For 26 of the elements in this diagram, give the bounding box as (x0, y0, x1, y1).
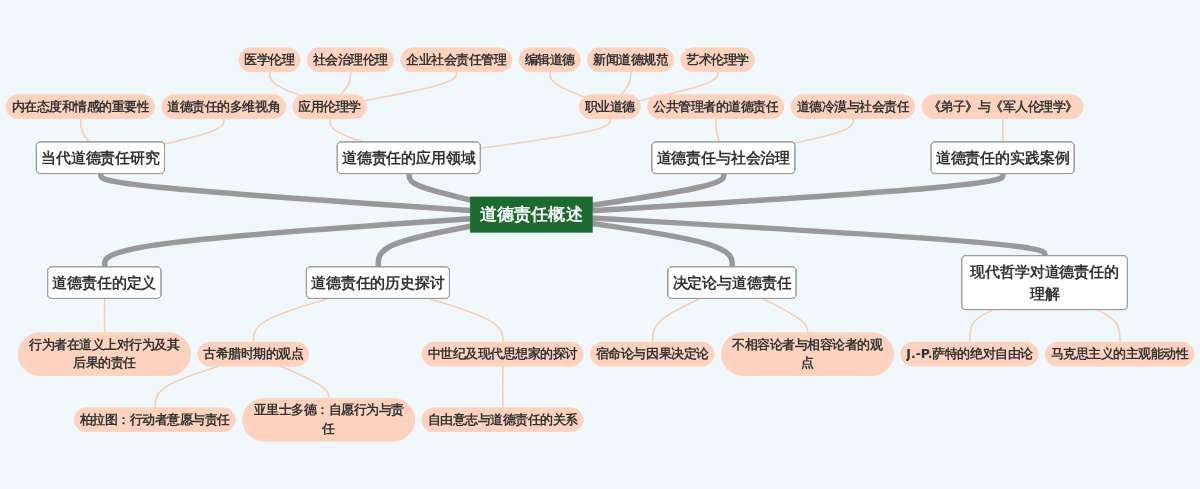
connector (762, 298, 809, 335)
connector (428, 298, 504, 344)
connector (98, 173, 471, 214)
connector (479, 118, 611, 150)
node-box: 道德责任概述 (469, 196, 593, 233)
connector (154, 365, 220, 410)
connector (793, 118, 855, 144)
connector (619, 71, 632, 97)
connector (101, 216, 471, 268)
connector (339, 71, 352, 97)
connector (269, 71, 303, 97)
connector (1096, 309, 1121, 344)
connector (103, 298, 106, 335)
connector (252, 298, 329, 344)
connector (375, 223, 471, 268)
connector (592, 173, 1006, 214)
connector (591, 220, 736, 268)
connector (549, 71, 586, 99)
connector (163, 118, 225, 145)
connector (968, 309, 994, 344)
connector (363, 71, 458, 102)
connector (406, 173, 471, 203)
connector (501, 365, 504, 410)
connector (279, 365, 330, 400)
connector (591, 173, 727, 208)
connector (651, 298, 701, 344)
